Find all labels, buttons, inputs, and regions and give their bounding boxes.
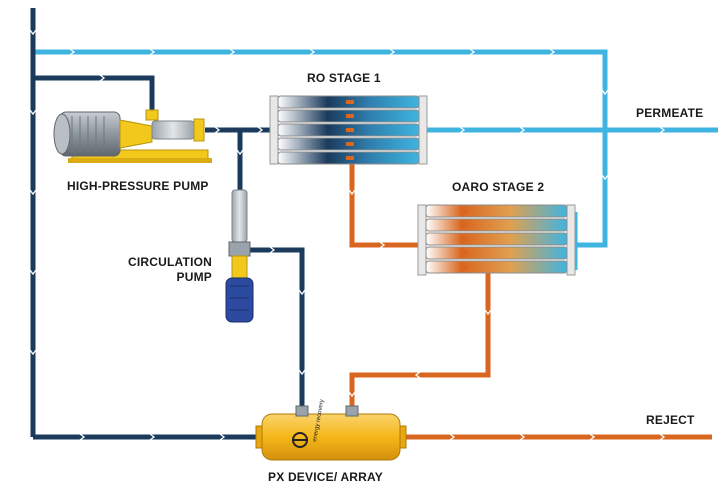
oaro-membrane-vessel [425,218,568,232]
px-device: energy recovery [255,399,407,461]
feed-to-hp-pump [33,75,155,115]
oaro-membrane-vessel [425,204,568,218]
ro-stage-1-label: RO STAGE 1 [307,71,381,85]
permeate-top-loop [33,49,608,248]
circulation-pump-label-line1: CIRCULATION [128,255,212,269]
flow-arrows [29,29,666,441]
high-pressure-pump [53,109,212,163]
ro-brine-to-oaro [349,158,420,248]
energy-recovery-logo-icon [292,432,308,448]
circulation-pump-label-line2: PUMP [176,270,212,284]
oaro-membrane-vessel [425,260,568,274]
circulation-pump [225,189,254,323]
ro-membrane-vessel [277,109,420,123]
brine-lines [349,158,712,440]
oaro-stage-2-label: OARO STAGE 2 [452,180,545,194]
ro-stage-1-rack [269,95,428,165]
oaro-stage-2-rack [417,204,576,276]
permeate-label: PERMEATE [636,106,704,120]
high-pressure-pump-label: HIGH-PRESSURE PUMP [67,179,209,193]
oaro-brine-to-px [349,270,491,412]
ro-membrane-vessel [277,123,420,137]
px-device-label: PX DEVICE/ ARRAY [268,470,384,484]
ro-membrane-vessel [277,137,420,151]
ro-membrane-vessel [277,95,420,109]
ro-membrane-vessel [277,151,420,165]
px-to-circulation-line [250,247,305,412]
oaro-membrane-vessel [425,246,568,260]
reject-label: REJECT [646,413,695,427]
oaro-membrane-vessel [425,232,568,246]
feed-lines [30,8,305,440]
